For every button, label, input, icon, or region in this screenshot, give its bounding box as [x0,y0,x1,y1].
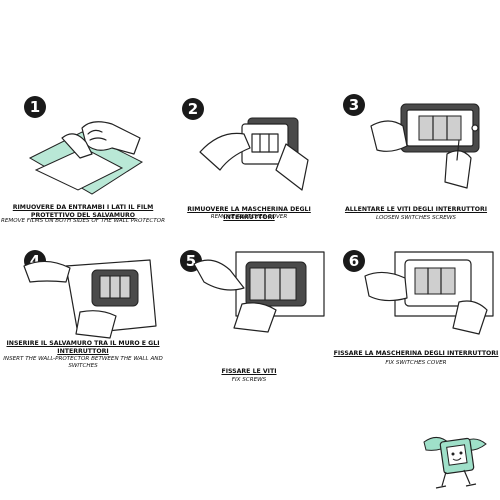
step-title: ALLENTARE LE VITI DEGLI INTERRUTTORI [344,206,488,213]
step-subtitle: INSERT THE WALL-PROTECTOR BETWEEN THE WA… [3,356,163,370]
step-subtitle: REMOVE FILMS ON BOTH SIDES OF THE WALL P… [1,218,165,224]
remove-cover-illustration [199,117,309,191]
step-number-badge: 6 [343,250,365,272]
insert-protector-illustration [23,259,157,339]
step-title: INSERIRE IL SALVAMURO TRA IL MURO E GLI … [6,340,160,355]
step-subtitle: FIX SCREWS [231,377,267,383]
step-title: FISSARE LA MASCHERINA DEGLI INTERRUTTORI [333,350,499,357]
step-number-badge: 3 [343,94,365,116]
step-title: RIMUOVERE DA ENTRAMBI I LATI IL FILM PRO… [12,204,154,219]
step-title: RIMUOVERE LA MASCHERINA DEGLI INTERRUTTO… [187,206,311,221]
fix-cover-illustration [364,251,494,335]
step-subtitle: LOOSEN SWITCHES SCREWS [376,215,456,221]
step-number-badge: 1 [24,96,46,118]
fix-screws-illustration [193,251,325,333]
step-title: FISSARE LE VITI [221,368,277,375]
step-number-badge: 2 [182,98,204,120]
step-subtitle: REMOVE SWITCHES COVER [210,214,288,220]
wall-protector-mascot-icon [423,437,487,489]
loosen-screws-illustration [370,103,480,189]
remove-film-illustration [28,121,144,195]
step-subtitle: FIX SWITCHES COVER [385,360,447,366]
